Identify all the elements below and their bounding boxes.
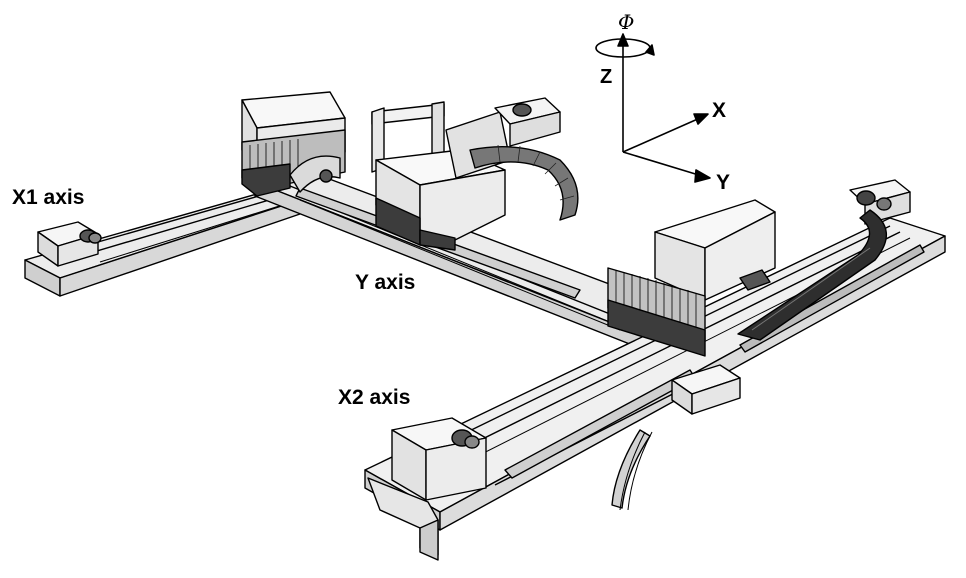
y-axis-arrow [622,151,703,177]
cable-chain-x2 [737,209,888,341]
y-end-block [494,97,561,147]
x2-end-block [367,417,487,561]
z-carriage [371,101,511,251]
x-axis-arrow [622,117,701,153]
y-arrowhead [694,169,711,183]
cable-chain-y [469,144,579,221]
x1-end-block [37,221,102,267]
coord-phi-label: Φ [618,10,635,34]
x1-carriage [241,91,346,197]
coord-z-label: Z [600,66,613,88]
x2-slide-support [611,364,741,511]
coordinate-frame [595,33,711,183]
coord-y-label: Y [716,171,731,194]
x2-carriage [607,199,776,357]
x-arrowhead [693,113,709,125]
y-axis-beam [254,167,701,353]
y-axis-label: Y axis [355,271,416,294]
x2-far-end-block [849,179,911,225]
coord-x-label: X [712,99,727,122]
x1-axis-label: X1 axis [12,186,85,209]
x2-axis-label: X2 axis [338,386,411,409]
z-arrowhead [617,33,629,47]
